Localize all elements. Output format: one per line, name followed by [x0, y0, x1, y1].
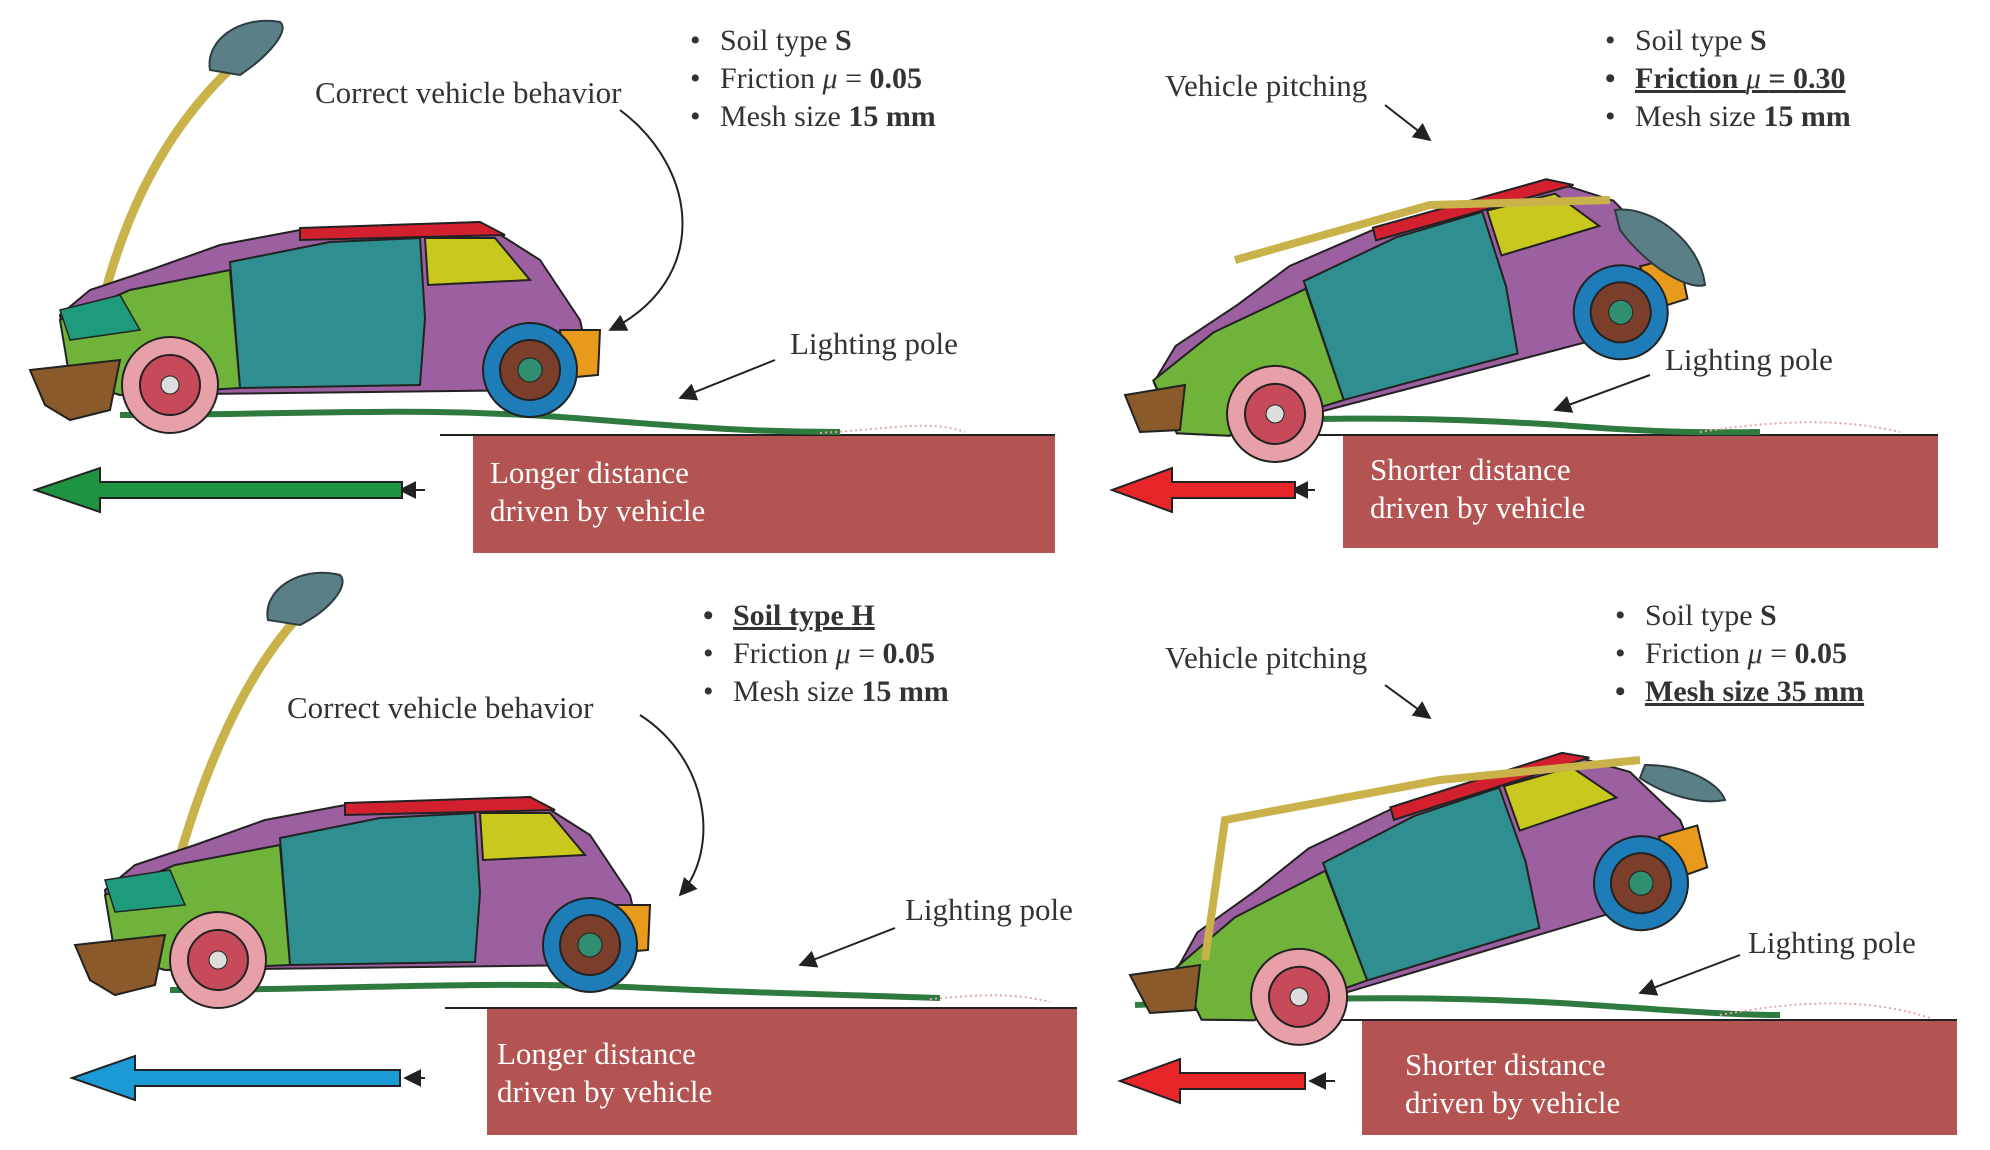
- parameter-item: Mesh size 35 mm: [1645, 675, 1864, 708]
- distance-label-line1: Shorter distance: [1370, 452, 1571, 487]
- parameter-item: Soil type S: [720, 24, 852, 57]
- ground-box: [487, 1008, 1077, 1135]
- parameter-list: • Soil type S • Friction μ = 0.05 • Mesh size…: [690, 24, 936, 133]
- distance-label-line1: Shorter distance: [1405, 1047, 1606, 1082]
- direction-arrow: [68, 1054, 401, 1102]
- bullet-dot: •: [690, 24, 701, 57]
- bullet-dot: •: [1605, 100, 1616, 133]
- bullet-dot: •: [1605, 62, 1616, 95]
- direction-arrow: [1117, 1057, 1306, 1105]
- parameter-item: Friction μ = 0.30: [1635, 62, 1845, 95]
- panel-bottom-left: Correct vehicle behavior Lighting pole L…: [68, 571, 1077, 1135]
- parameter-list: • Soil type S • Friction μ = 0.05 • Mesh size…: [1615, 599, 1864, 708]
- distance-label-line2: driven by vehicle: [1370, 490, 1585, 525]
- lamp-head: [208, 19, 284, 77]
- parameter-list: • Soil type S • Friction μ = 0.30 • Mesh size…: [1605, 24, 1851, 133]
- bullet-dot: •: [703, 675, 714, 708]
- distance-label-line2: driven by vehicle: [497, 1074, 712, 1109]
- pole-ground: [169, 981, 941, 1001]
- bullet-dot: •: [1615, 675, 1626, 708]
- bullet-dot: •: [1615, 599, 1626, 632]
- pole-ground: [119, 408, 841, 435]
- ground-box: [1343, 435, 1938, 548]
- behavior-label: Vehicle pitching: [1165, 68, 1367, 103]
- lamp-head: [1638, 763, 1727, 803]
- panel-top-right: Vehicle pitching Lighting pole Shorter d…: [1109, 24, 1938, 548]
- parameter-item: Friction μ = 0.05: [733, 637, 935, 670]
- panel-bottom-right: Vehicle pitching Lighting pole Shorter d…: [1117, 599, 1957, 1135]
- distance-label-line1: Longer distance: [497, 1036, 696, 1071]
- distance-label-line2: driven by vehicle: [1405, 1085, 1620, 1120]
- car: [73, 795, 652, 1009]
- parameter-item: Friction μ = 0.05: [1645, 637, 1847, 670]
- ground-box: [1362, 1020, 1957, 1135]
- distance-label-line1: Longer distance: [490, 455, 689, 490]
- parameter-item: Soil type S: [1645, 599, 1777, 632]
- lamp-head: [1613, 208, 1707, 287]
- pole-label: Lighting pole: [905, 892, 1073, 927]
- bullet-dot: •: [1615, 637, 1626, 670]
- bullet-dot: •: [690, 62, 701, 95]
- direction-arrow: [31, 466, 403, 514]
- ground-box: [473, 435, 1055, 553]
- lighting-pole: [1201, 756, 1641, 961]
- bullet-dot: •: [703, 637, 714, 670]
- pole-label: Lighting pole: [1665, 342, 1833, 377]
- behavior-label: Vehicle pitching: [1165, 640, 1367, 675]
- parameter-item: Mesh size 15 mm: [720, 100, 936, 133]
- parameter-item: Mesh size 15 mm: [733, 675, 949, 708]
- parameter-list: • Soil type H • Friction μ = 0.05 • Mesh size…: [703, 599, 949, 708]
- bullet-dot: •: [690, 100, 701, 133]
- panel-top-left: Correct vehicle behavior Lighting pole L…: [28, 19, 1055, 553]
- car: [28, 220, 602, 434]
- direction-arrow: [1109, 466, 1296, 514]
- distance-label-line2: driven by vehicle: [490, 493, 705, 528]
- car: [1152, 178, 1689, 463]
- pole-label: Lighting pole: [790, 326, 958, 361]
- bullet-dot: •: [703, 599, 714, 632]
- parameter-item: Soil type S: [1635, 24, 1767, 57]
- car: [1175, 751, 1709, 1046]
- lamp-head: [266, 571, 344, 627]
- behavior-label: Correct vehicle behavior: [287, 690, 594, 725]
- parameter-item: Friction μ = 0.05: [720, 62, 922, 95]
- parameter-item: Soil type H: [733, 599, 875, 632]
- lighting-pole: [1233, 196, 1611, 264]
- bullet-dot: •: [1605, 24, 1616, 57]
- behavior-label: Correct vehicle behavior: [315, 75, 622, 110]
- parameter-item: Mesh size 15 mm: [1635, 100, 1851, 133]
- pole-label: Lighting pole: [1748, 925, 1916, 960]
